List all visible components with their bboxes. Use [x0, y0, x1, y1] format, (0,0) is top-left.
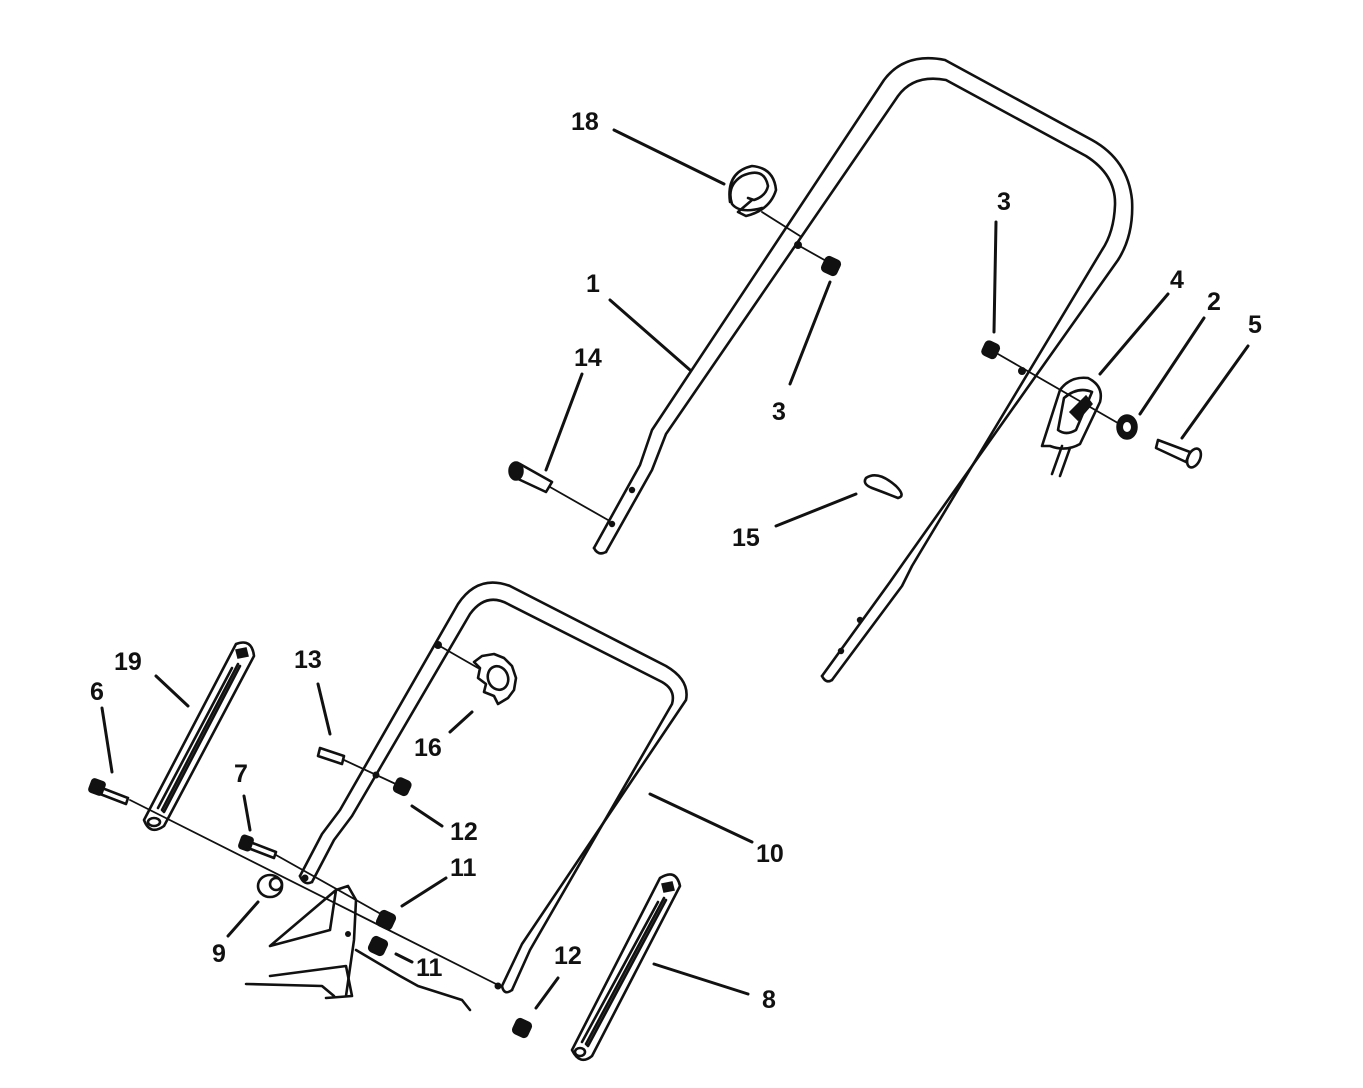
callout-4: 4: [1170, 266, 1184, 294]
bolt-5: [1154, 438, 1203, 469]
callout-19: 19: [114, 648, 142, 676]
callout-7: 7: [234, 760, 248, 788]
callout-12-lower: 12: [554, 942, 582, 970]
nut-11-lower: [367, 935, 389, 957]
knob-16: [434, 641, 518, 706]
bolt-6: [88, 778, 130, 806]
callout-16: 16: [414, 734, 442, 762]
callout-10: 10: [756, 840, 784, 868]
brace-right-8: [570, 873, 682, 1062]
callout-14: 14: [574, 344, 602, 372]
callout-9: 9: [212, 940, 226, 968]
callout-11-upper: 11: [450, 854, 477, 882]
bolt-13: [316, 746, 412, 797]
callout-5: 5: [1248, 311, 1262, 339]
callout-1: 1: [586, 270, 600, 298]
deck-bracket: [244, 884, 472, 1012]
nut-12-lower: [511, 1017, 533, 1039]
callout-11-lower: 11: [416, 954, 443, 982]
bolt-14: [508, 461, 609, 521]
callout-6: 6: [90, 678, 104, 706]
cable-guide-clip: [728, 164, 801, 237]
lower-handle: [298, 581, 688, 994]
control-bracket: [1040, 376, 1103, 478]
callout-15: 15: [732, 524, 760, 552]
nut-11-upper: [375, 909, 397, 931]
callout-12-upper: 12: [450, 818, 478, 846]
brace-left-19: [142, 641, 256, 832]
spacer-9: [256, 873, 284, 899]
callout-8: 8: [762, 986, 776, 1014]
washer-2: [1116, 414, 1138, 440]
nut-upper-left: [794, 241, 842, 277]
callout-3-right: 3: [997, 188, 1011, 216]
bolt-7: [238, 834, 278, 860]
clip-ring-15: [863, 474, 903, 500]
callout-2: 2: [1207, 288, 1221, 316]
nut-upper-right: [981, 340, 1131, 431]
callout-13: 13: [294, 646, 322, 674]
callout-18: 18: [571, 108, 599, 136]
callout-labels: 18 3 3 1 14 4 2 5 15 19 6 13 16 7 12 10 …: [90, 108, 1262, 1014]
callout-3-left: 3: [772, 398, 786, 426]
leader-lines: [100, 128, 1250, 1010]
upper-handle: [592, 56, 1134, 683]
